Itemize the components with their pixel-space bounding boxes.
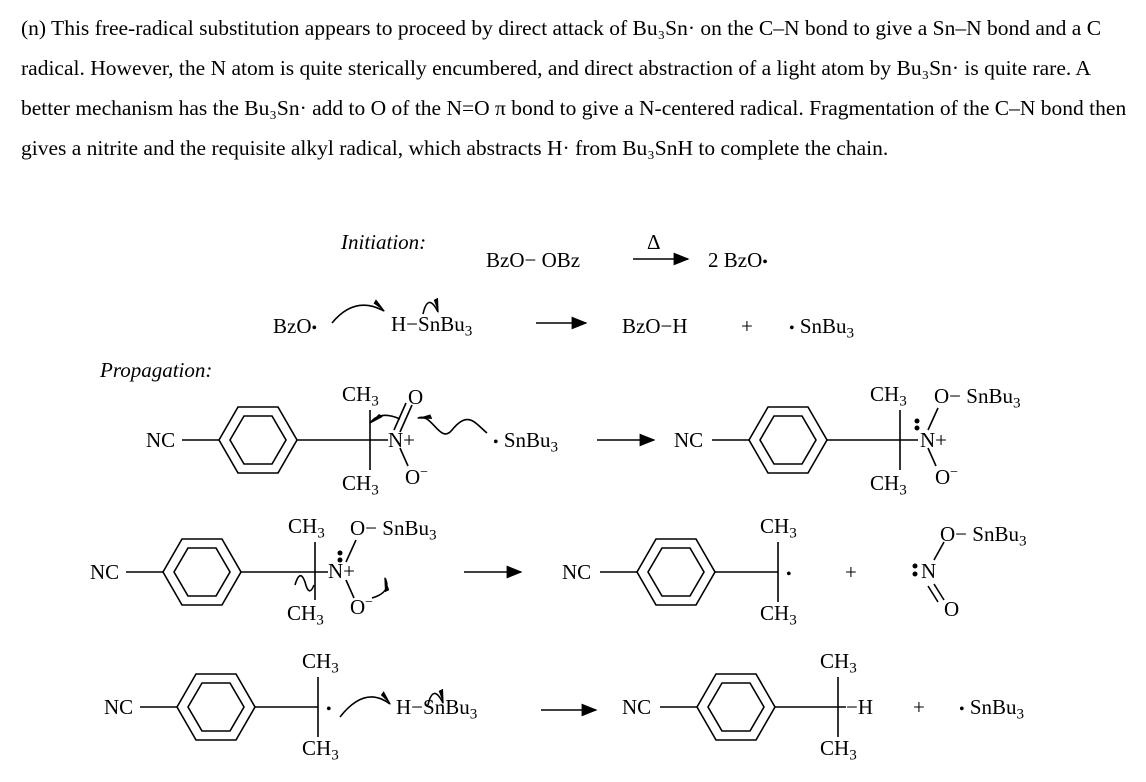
fishhook-arrow-2	[422, 297, 439, 315]
init-reactant: BzO− OBz	[486, 248, 581, 272]
init-product: 2 BzO•	[708, 248, 768, 272]
nitrile-label: NC	[674, 428, 704, 452]
alkyl-radical-dot: •	[786, 566, 792, 583]
lone-pair-dot	[912, 571, 918, 577]
nitrile-label: NC	[562, 560, 592, 584]
nitrite-nitrogen: N	[921, 559, 937, 583]
lone-pair-dot	[914, 418, 920, 424]
oxide-label: O−	[935, 465, 959, 489]
fishhook-arrow-4	[369, 413, 401, 425]
fishhook-arrow-8	[427, 688, 444, 706]
methyl-label: CH3	[870, 382, 907, 410]
stannyloxy-label: O− SnBu3	[350, 516, 437, 544]
propagation-label: Propagation:	[100, 358, 213, 382]
oxide-label: O−	[405, 465, 429, 489]
lone-pair-dot	[337, 557, 343, 563]
fishhook-arrow-1	[331, 299, 386, 324]
oxygen-label: O	[408, 385, 424, 409]
fishhook-arrow-5	[294, 574, 315, 592]
methyl-label: CH3	[302, 649, 339, 677]
plus-sign: +	[741, 314, 753, 338]
nitrogen-label: N+	[920, 428, 948, 452]
alkyl-radical-dot: •	[326, 701, 332, 718]
methyl-label: CH3	[820, 736, 857, 764]
nitrile-label: NC	[90, 560, 120, 584]
question-paragraph: (n) This free-radical substitution appea…	[21, 16, 1127, 160]
methyl-label: CH3	[288, 514, 325, 542]
nitrile-label: NC	[104, 695, 134, 719]
methyl-label: CH3	[760, 601, 797, 629]
benzene-ring-6	[696, 673, 776, 741]
benzene-ring-2	[748, 406, 828, 474]
initiation-label: Initiation:	[341, 230, 427, 254]
benzene-ring-1	[218, 406, 298, 474]
stannyloxy-label: O− SnBu3	[940, 522, 1027, 550]
methyl-label: CH3	[287, 601, 324, 629]
benzoic-acid: BzO−H	[622, 314, 688, 338]
nitrile-label: NC	[146, 428, 176, 452]
nitrogen-label: N+	[328, 559, 356, 583]
lone-pair-dot	[337, 550, 343, 556]
methyl-label: CH3	[342, 471, 379, 499]
tributyltin-hydride: H−SnBu3	[396, 695, 478, 723]
stannyloxy-label: O− SnBu3	[934, 384, 1021, 412]
fishhook-arrow-3	[416, 414, 488, 435]
nitrile-label: NC	[622, 695, 652, 719]
oxide-label: O−	[350, 595, 374, 619]
benzene-ring-4	[636, 538, 716, 606]
tin-radical: • SnBu3	[493, 428, 559, 456]
benzene-ring-3	[162, 538, 242, 606]
tin-radical: • SnBu3	[789, 314, 855, 342]
nitrogen-label: N+	[388, 428, 416, 452]
bzo-radical: BzO•	[273, 314, 318, 338]
methyl-label: CH3	[870, 471, 907, 499]
lone-pair-dot	[914, 425, 920, 431]
methyl-label: CH3	[760, 514, 797, 542]
plus-sign: +	[913, 695, 925, 719]
lone-pair-dot	[912, 563, 918, 569]
methyl-label: CH3	[342, 382, 379, 410]
nitrite-oxygen: O	[944, 597, 960, 621]
fishhook-arrow-7	[339, 691, 392, 718]
tin-radical: • SnBu3	[959, 695, 1025, 723]
methyl-label: CH3	[820, 649, 857, 677]
benzene-ring-5	[176, 673, 256, 741]
plus-sign: +	[845, 560, 857, 584]
methyl-label: CH3	[302, 736, 339, 764]
tributyltin-hydride: H−SnBu3	[391, 312, 473, 340]
hydrogen-label: −H	[846, 695, 874, 719]
heat-symbol: Δ	[647, 230, 661, 254]
fishhook-arrow-6	[371, 576, 390, 599]
